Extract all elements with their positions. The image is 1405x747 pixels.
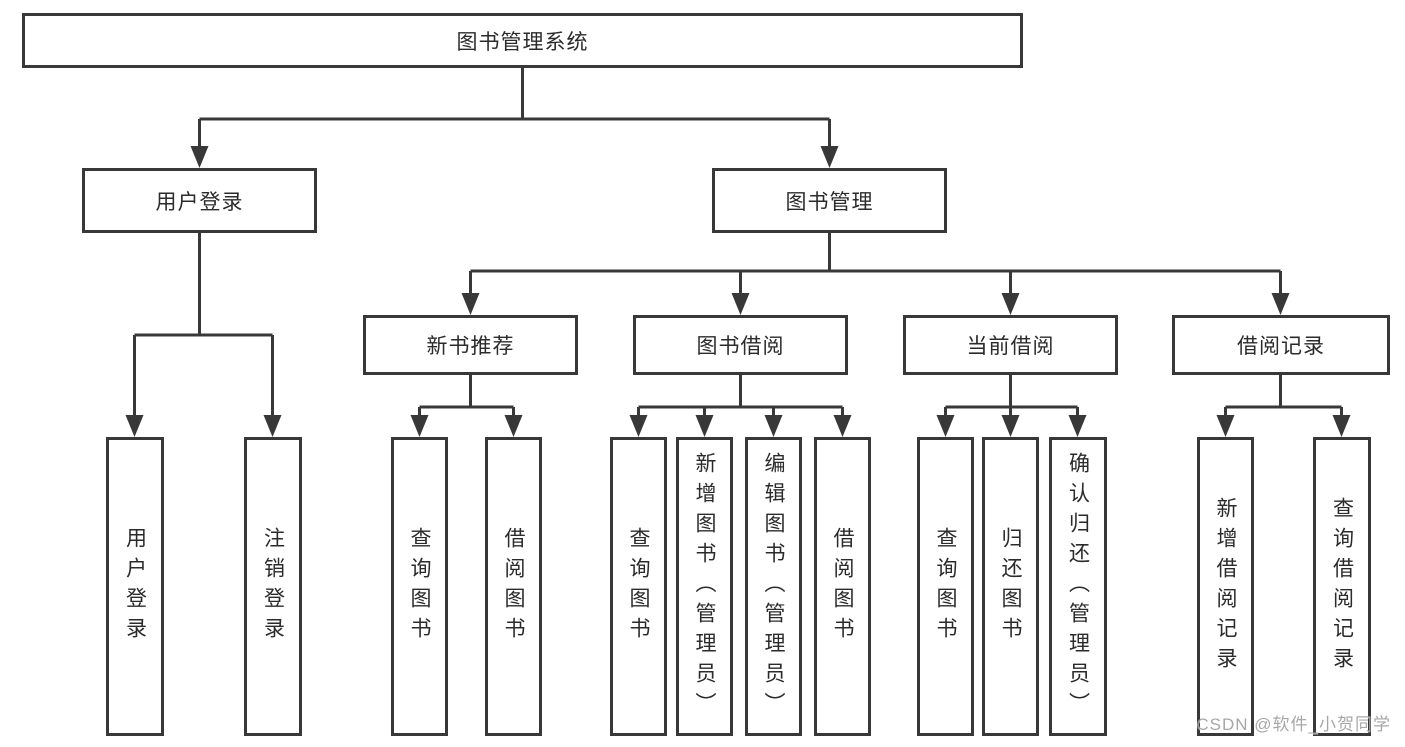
- node-user-login: 用户登录: [82, 168, 317, 233]
- node-new-book-recommendation: 新书推荐: [363, 315, 578, 375]
- node-book-management: 图书管理: [712, 168, 947, 233]
- leaf-query-books-borrowing: 查询图书: [610, 437, 667, 736]
- leaf-borrow-books-recommend: 借阅图书: [485, 437, 542, 736]
- node-label: 用户登录: [155, 190, 244, 214]
- node-library-system: 图书管理系统: [22, 13, 1023, 68]
- node-label: 用户登录: [123, 526, 147, 647]
- node-label: 查询借阅记录: [1330, 496, 1354, 677]
- node-label: 查询图书: [627, 526, 650, 647]
- node-current-borrowing: 当前借阅: [903, 315, 1118, 375]
- leaf-confirm-return-admin: 确认归还（管理员）: [1049, 437, 1107, 736]
- csdn-watermark: CSDN @软件_小贺同学: [1196, 715, 1391, 734]
- leaf-edit-books-admin: 编辑图书（管理员）: [745, 437, 802, 736]
- leaf-user-login: 用户登录: [106, 437, 164, 736]
- connector-root-to-level2: [190, 68, 839, 168]
- node-label: 借阅图书: [502, 526, 525, 647]
- node-label: 图书管理系统: [456, 30, 589, 54]
- leaf-add-borrow-record: 新增借阅记录: [1197, 437, 1254, 736]
- connector-current-borrowing-children: [936, 375, 1087, 437]
- node-label: 新增借阅记录: [1214, 496, 1237, 677]
- connector-borrow-records-children: [1216, 375, 1351, 437]
- node-label: 查询图书: [934, 526, 957, 647]
- node-label: 图书管理: [785, 190, 874, 214]
- node-label: 新增图书（管理员）: [693, 451, 716, 722]
- node-label: 借阅图书: [831, 526, 854, 647]
- node-borrowing-records: 借阅记录: [1172, 315, 1390, 375]
- connector-new-book-children: [410, 375, 523, 437]
- node-label: 编辑图书（管理员）: [762, 451, 785, 722]
- node-label: 归还图书: [999, 526, 1022, 647]
- leaf-logout-login: 注销登录: [244, 437, 302, 736]
- leaf-query-borrow-record: 查询借阅记录: [1313, 437, 1371, 736]
- leaf-query-books-recommend: 查询图书: [391, 437, 448, 736]
- leaf-return-books: 归还图书: [982, 437, 1039, 736]
- node-label: 新书推荐: [426, 335, 515, 358]
- leaf-query-books-current: 查询图书: [917, 437, 974, 736]
- node-label: 确认归还（管理员）: [1066, 451, 1090, 722]
- leaf-borrow-books-borrowing: 借阅图书: [814, 437, 871, 736]
- connector-user-login-children: [125, 233, 282, 437]
- node-label: 查询图书: [408, 526, 431, 647]
- node-label: 当前借阅: [966, 335, 1055, 358]
- node-book-borrowing: 图书借阅: [633, 315, 848, 375]
- node-label: 图书借阅: [696, 335, 785, 358]
- leaf-add-books-admin: 新增图书（管理员）: [676, 437, 733, 736]
- connector-book-borrowing-children: [629, 375, 852, 437]
- connector-book-management-children: [461, 233, 1290, 315]
- node-label: 注销登录: [261, 526, 285, 647]
- node-label: 借阅记录: [1237, 335, 1325, 358]
